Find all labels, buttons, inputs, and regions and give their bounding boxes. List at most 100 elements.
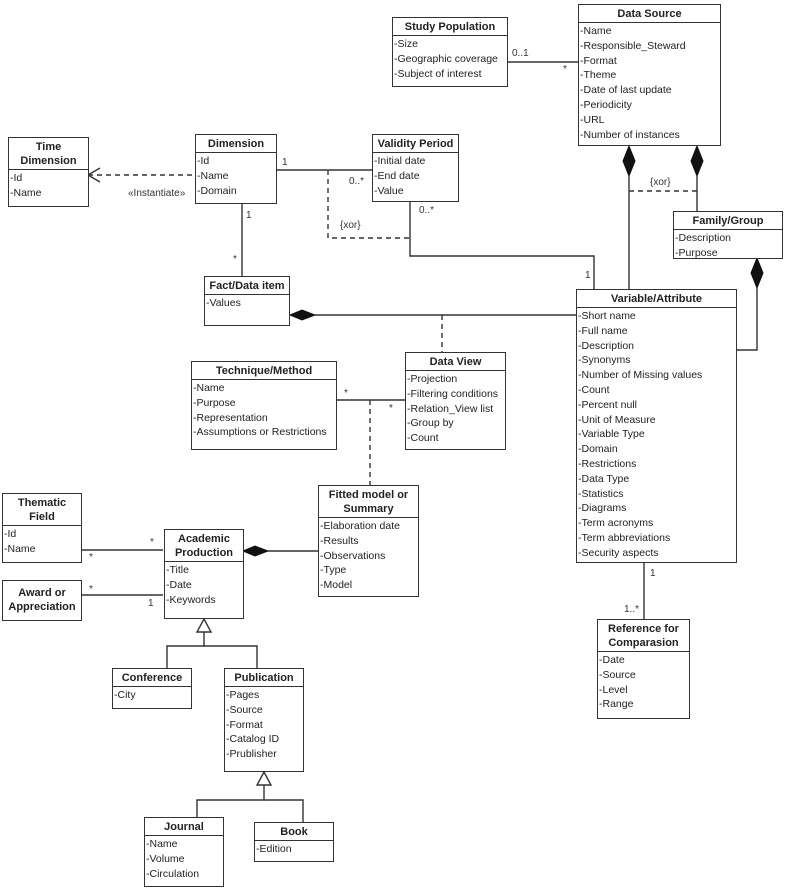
class-technique-method[interactable]: Technique/Method -Name-Purpose-Represent…	[191, 361, 337, 450]
class-attribute: -Date of last update	[580, 84, 672, 97]
attribute-list: -Values	[205, 295, 289, 311]
class-attribute: -Count	[407, 432, 439, 445]
class-name: Award or Appreciation	[8, 587, 76, 613]
attribute-list: -Description -Purpose	[674, 230, 782, 261]
generalization-publication-journal	[196, 785, 265, 817]
multiplicity-label: *	[563, 64, 567, 75]
class-attribute: -Short name	[578, 310, 636, 322]
class-attribute: -Source	[226, 703, 263, 716]
class-attribute: -Prublisher	[226, 748, 277, 761]
class-fitted-model-summary[interactable]: Fitted model or Summary -Elaboration dat…	[318, 485, 419, 597]
class-attribute: -Date	[599, 654, 625, 666]
class-attribute: -Name	[4, 542, 36, 555]
class-validity-period[interactable]: Validity Period -Initial date-End date-V…	[372, 134, 459, 202]
attribute-list: -Date-Source-Level-Range	[598, 652, 689, 712]
class-name: Technique/Method	[192, 362, 336, 380]
class-data-view[interactable]: Data View -Projection-Filtering conditio…	[405, 352, 506, 450]
class-attribute: -Pages	[226, 689, 260, 701]
attribute-list: -Initial date-End date-Value	[373, 153, 458, 198]
class-attribute: -Responsible_Steward	[580, 39, 686, 52]
class-attribute: -Term acronyms	[578, 517, 654, 530]
class-name: Family/Group	[674, 212, 782, 230]
xor-constraint-label: {xor}	[340, 220, 361, 231]
class-name: Journal	[145, 818, 223, 836]
class-name: Dimension	[196, 135, 276, 153]
class-attribute: -Size	[394, 38, 418, 50]
attribute-list: -Id -Name	[3, 526, 81, 557]
class-attribute: -Catalog ID	[226, 733, 280, 746]
class-attribute: -Date	[166, 578, 192, 591]
composition-diamond-ds-var	[622, 144, 636, 178]
class-attribute: -Value	[374, 184, 404, 197]
class-attribute: -Format	[226, 718, 263, 731]
class-attribute: -Periodicity	[580, 98, 632, 111]
class-thematic-field[interactable]: Thematic Field -Id -Name	[2, 493, 82, 563]
class-attribute: -Relation_View list	[407, 402, 494, 415]
multiplicity-label: 1..*	[624, 604, 640, 615]
class-attribute: -Purpose	[675, 246, 718, 259]
multiplicity-label: *	[389, 403, 393, 414]
class-attribute: -Domain	[578, 443, 618, 456]
attribute-list: -City	[113, 687, 191, 703]
multiplicity-label: 1	[585, 270, 591, 281]
class-attribute: -Results	[320, 534, 359, 547]
attribute-list: -Name-Volume-Circulation	[145, 836, 223, 881]
class-variable-attribute[interactable]: Variable/Attribute -Short name-Full name…	[576, 289, 737, 563]
composition-diamond-academic	[241, 545, 270, 557]
multiplicity-label: 1	[650, 568, 656, 579]
class-attribute: -Name	[146, 838, 178, 850]
class-attribute: -Number of instances	[580, 128, 680, 141]
attribute-list: -Projection-Filtering conditions-Relatio…	[406, 371, 505, 446]
multiplicity-label: *	[150, 537, 154, 548]
assoc-validity-period-variable	[409, 201, 595, 290]
class-publication[interactable]: Publication -Pages-Source-Format-Catalog…	[224, 668, 304, 772]
class-data-source[interactable]: Data Source -Name-Responsible_Steward-Fo…	[578, 4, 721, 146]
class-attribute: -Format	[580, 54, 617, 67]
attribute-list: -Title-Date-Keywords	[165, 562, 243, 607]
class-time-dimension[interactable]: Time Dimension -Id-Name	[8, 137, 89, 207]
class-attribute: -Percent null	[578, 398, 637, 411]
class-attribute: -Name	[197, 169, 229, 182]
generalization-arrow-academic	[195, 617, 213, 633]
class-study-population[interactable]: Study Population -Size-Geographic covera…	[392, 17, 508, 87]
attribute-list: -Name-Purpose-Representation-Assumptions…	[192, 380, 336, 440]
multiplicity-label: 0..1	[512, 48, 529, 59]
class-attribute: -Term abbreviations	[578, 531, 671, 544]
multiplicity-label: 1	[148, 598, 154, 609]
class-name: Academic Production	[165, 530, 243, 562]
generalization-publication-book	[264, 799, 304, 822]
class-conference[interactable]: Conference -City	[112, 668, 192, 709]
class-family-group[interactable]: Family/Group -Description -Purpose	[673, 211, 783, 259]
class-name: Book	[255, 823, 333, 841]
attribute-list: -Edition	[255, 841, 333, 857]
class-reference-comparasion[interactable]: Reference for Comparasion -Date-Source-L…	[597, 619, 690, 719]
class-attribute: -Title	[166, 564, 189, 576]
composition-family-variable	[737, 288, 758, 351]
class-attribute: -Id	[197, 155, 210, 167]
class-attribute: -Domain	[197, 184, 237, 197]
class-attribute: -Theme	[580, 69, 617, 82]
multiplicity-label: 1	[282, 157, 288, 168]
multiplicity-label: *	[344, 388, 348, 399]
class-book[interactable]: Book -Edition	[254, 822, 334, 862]
class-dimension[interactable]: Dimension -Id -Name -Domain	[195, 134, 277, 204]
class-attribute: -Synonyms	[578, 354, 631, 367]
class-attribute: -Name	[193, 382, 225, 394]
class-attribute: -Id	[4, 528, 17, 540]
class-attribute: -Elaboration date	[320, 520, 400, 532]
class-attribute: -Security aspects	[578, 546, 659, 559]
class-attribute: -City	[114, 689, 136, 701]
class-attribute: -Full name	[578, 324, 628, 337]
class-award-appreciation[interactable]: Award or Appreciation	[2, 580, 82, 621]
class-attribute: -Description	[675, 232, 732, 244]
class-attribute: -Purpose	[193, 396, 236, 409]
multiplicity-label: *	[89, 584, 93, 595]
attribute-list: -Elaboration date-Results-Observations-T…	[319, 518, 418, 593]
class-journal[interactable]: Journal -Name-Volume-Circulation	[144, 817, 224, 887]
class-academic-production[interactable]: Academic Production -Title-Date-Keywords	[164, 529, 244, 619]
class-attribute: -Number of Missing values	[578, 369, 703, 382]
class-attribute: -Diagrams	[578, 502, 627, 515]
class-attribute: -Description	[578, 339, 635, 352]
class-name: Thematic Field	[3, 494, 81, 526]
class-fact-data-item[interactable]: Fact/Data item -Values	[204, 276, 290, 326]
